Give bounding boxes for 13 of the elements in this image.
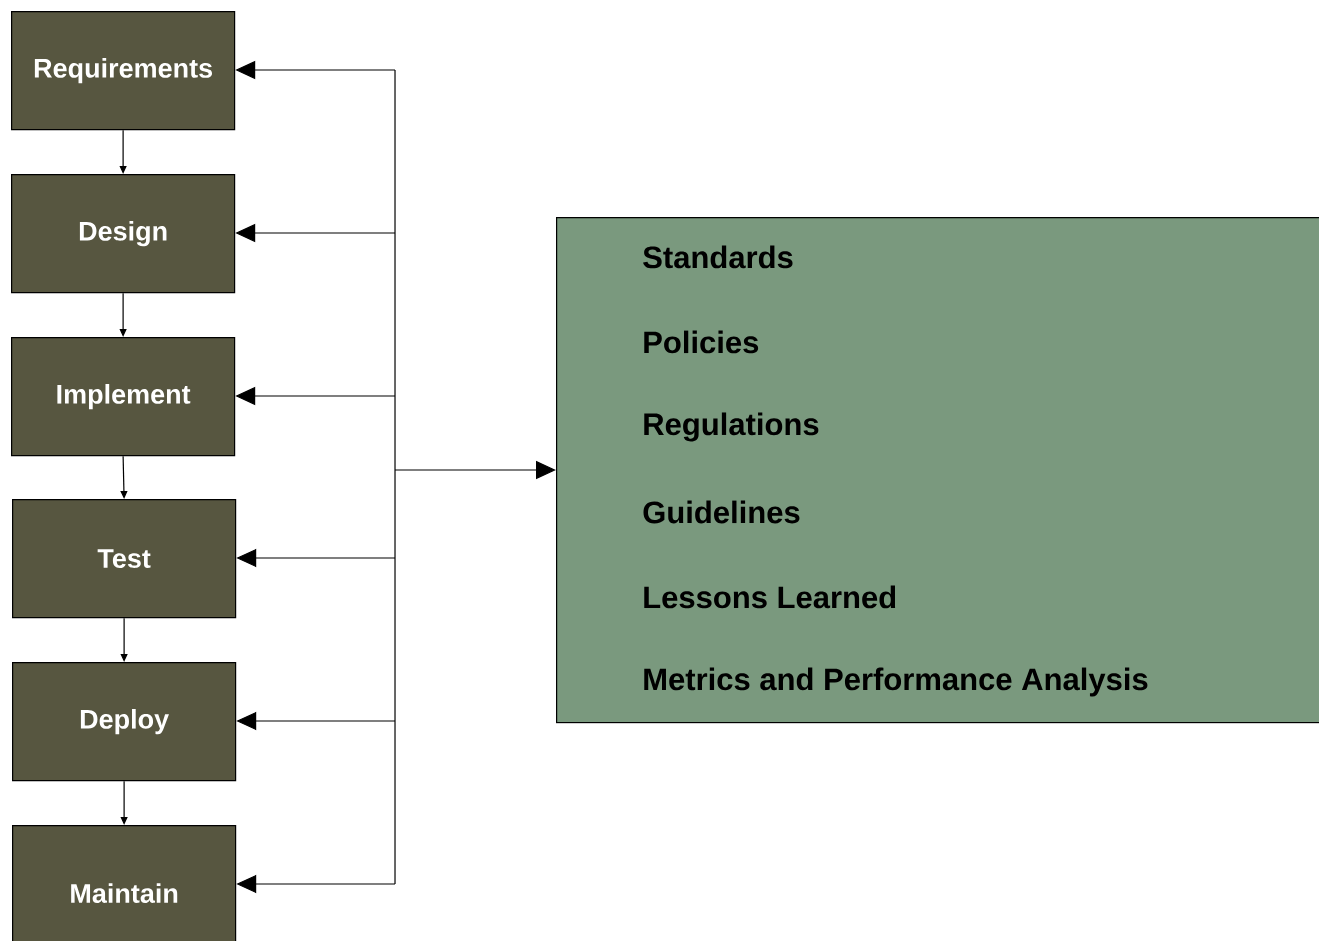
arrow	[119, 129, 127, 174]
arrow	[120, 455, 128, 499]
process-box: Test	[12, 499, 237, 619]
connector-trunk	[394, 69, 556, 885]
arrow	[120, 617, 128, 662]
info-panel: Standards Policies Regulations Guidelines Lessons Learned Metrics and Performance Analysis	[556, 217, 1319, 724]
arrow	[119, 292, 127, 337]
arrow	[120, 780, 128, 825]
process-box: Maintain	[12, 825, 237, 941]
process-box: Design	[11, 174, 236, 294]
process-box: Deploy	[12, 662, 237, 782]
process-box: Implement	[11, 337, 236, 457]
process-box: Requirements	[11, 11, 236, 131]
